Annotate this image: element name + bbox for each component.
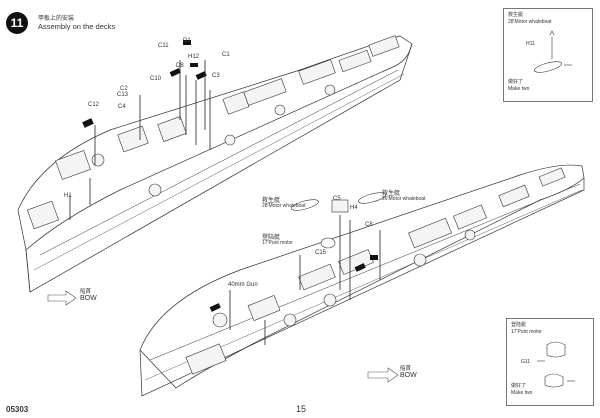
inset-title-cn: 登陆艇 bbox=[511, 322, 527, 328]
part-label: C3 bbox=[212, 73, 220, 79]
part-label: C15 bbox=[315, 250, 327, 256]
lower-hull-side bbox=[139, 178, 585, 397]
step-title-chinese: 甲板上的安装 bbox=[38, 16, 75, 22]
part-label: H1 bbox=[64, 193, 72, 199]
bow-label-en: BOW bbox=[80, 295, 97, 302]
bow-label-cn: 船首 bbox=[80, 289, 92, 295]
part-label: D8 bbox=[176, 63, 184, 69]
punt-motor-part-drawing bbox=[537, 341, 575, 388]
part-label: C12 bbox=[88, 102, 100, 108]
part-label: C4 bbox=[118, 104, 126, 110]
bow-label-en: BOW bbox=[400, 372, 417, 379]
part-label: C8 bbox=[365, 222, 373, 228]
part-label: C11 bbox=[158, 43, 169, 49]
step-title-english: Assembly on the decks bbox=[38, 22, 116, 31]
whaleboat-7m-label-en: 28'Motor whaleboat bbox=[262, 203, 306, 209]
whaleboat-4m-label-cn: 救生艇 bbox=[382, 191, 401, 197]
inset-note-en: Make two bbox=[511, 390, 533, 396]
part-label: D1 bbox=[183, 38, 191, 44]
whaleboat-part-drawing bbox=[534, 30, 572, 73]
inset-part-label: H11 bbox=[526, 41, 535, 47]
step-number: 11 bbox=[10, 16, 24, 30]
inset-punt-motor: 登陆艇 17'Punt motor G11 做好了 Make two bbox=[506, 318, 594, 406]
part-label: C2 bbox=[120, 86, 128, 92]
part-label: C10 bbox=[150, 76, 162, 82]
inset-part-label: G11 bbox=[521, 359, 531, 365]
inset-title-en: 17'Punt motor bbox=[511, 329, 542, 335]
part-label: H12 bbox=[188, 54, 200, 60]
inset-note-en: Make two bbox=[508, 86, 530, 92]
whaleboat-7m-label-cn: 救生艇 bbox=[262, 198, 281, 204]
inset-note-cn: 做好了 bbox=[511, 383, 527, 389]
inset-title-cn: 救生艇 bbox=[508, 12, 524, 18]
bow-label-cn: 船首 bbox=[400, 366, 412, 372]
product-code: 05303 bbox=[6, 405, 29, 414]
page-number: 15 bbox=[296, 404, 307, 414]
inset-whaleboat: 救生艇 28'Motor whaleboat H11 做好了 Make two bbox=[503, 8, 593, 102]
step-number-badge: 11 bbox=[6, 12, 28, 34]
inset-note-cn: 做好了 bbox=[508, 79, 524, 85]
part-label: C1 bbox=[222, 52, 230, 58]
whaleboat-4m-label-en: 26'Motor whaleboat bbox=[382, 196, 426, 202]
part-label: H4 bbox=[350, 205, 358, 211]
part-label: C5 bbox=[333, 196, 341, 202]
motor-label-en: 17'Punt motor bbox=[262, 240, 293, 246]
upper-hull-deck-edge bbox=[17, 35, 413, 251]
motor-label-cn: 登陆艇 bbox=[262, 235, 281, 241]
inset-title-en: 28'Motor whaleboat bbox=[508, 19, 552, 25]
part-label: C13 bbox=[117, 92, 129, 98]
gun-40mm-label: 40mm Gun bbox=[228, 282, 258, 288]
